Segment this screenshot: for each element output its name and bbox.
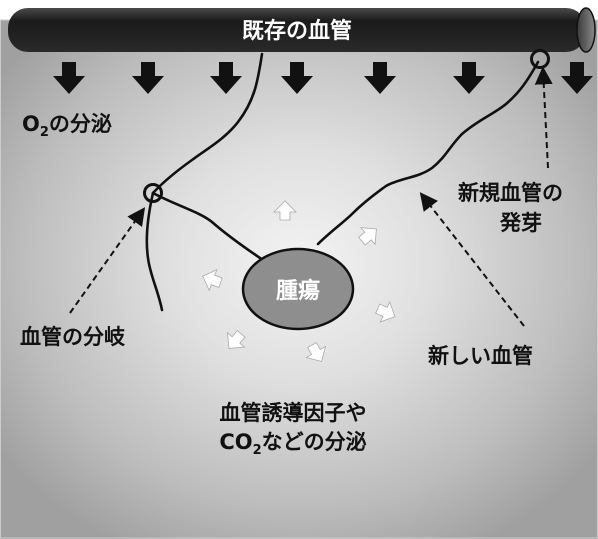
down-arrow-icon xyxy=(132,62,164,94)
white-arrow-icon xyxy=(202,268,223,292)
sprouting-vessel xyxy=(316,60,540,246)
down-arrow-icon xyxy=(281,62,313,94)
branch-point-marker xyxy=(143,183,163,203)
sprout-label-line1: 新規血管の xyxy=(458,181,563,205)
tumor xyxy=(241,247,355,331)
tumor-label: 腫瘍 xyxy=(276,278,320,304)
new-vessel-label: 新しい血管 xyxy=(428,344,533,368)
secretion-arrows xyxy=(202,200,396,363)
branch-pointer xyxy=(69,207,146,314)
branching-vessel xyxy=(145,52,268,312)
existing-vessel xyxy=(8,7,596,53)
factors-label-line1: 血管誘導因子や xyxy=(220,401,367,425)
branch-label: 血管の分岐 xyxy=(20,325,126,349)
factors-label-line2: CO2などの分泌 xyxy=(219,430,366,458)
oxygen-arrows xyxy=(53,62,593,94)
white-arrow-icon xyxy=(227,330,246,349)
oxygen-secretion-label: O2の分泌 xyxy=(22,112,112,140)
white-arrow-icon xyxy=(273,200,297,221)
sprout-pointer xyxy=(534,66,553,169)
down-arrow-icon xyxy=(364,62,396,94)
down-arrow-icon xyxy=(453,62,485,94)
vessel-title: 既存の血管 xyxy=(242,18,352,44)
down-arrow-icon xyxy=(210,62,242,94)
white-arrow-icon xyxy=(375,300,396,323)
pointer-arrows xyxy=(69,66,553,327)
sprout-label-line2: 発芽 xyxy=(499,211,542,235)
white-arrow-icon xyxy=(305,342,327,363)
new-vessel-pointer xyxy=(419,192,525,327)
white-arrow-icon xyxy=(358,227,377,246)
down-arrow-icon xyxy=(561,62,593,94)
down-arrow-icon xyxy=(53,62,85,94)
